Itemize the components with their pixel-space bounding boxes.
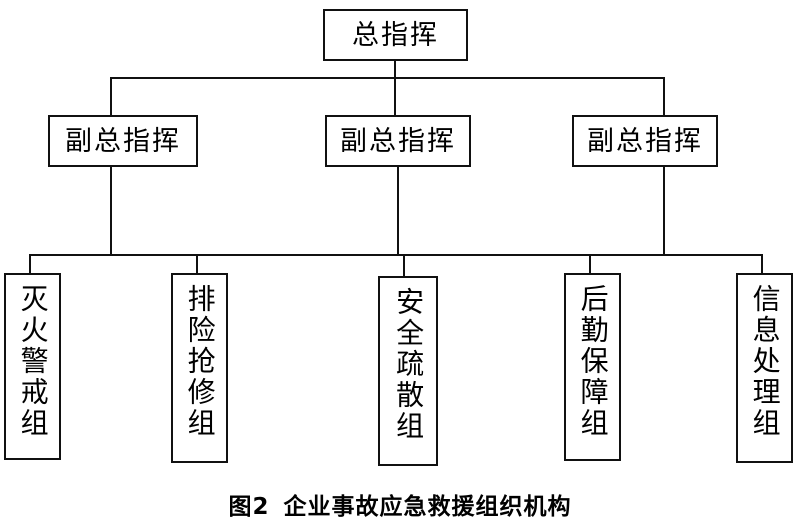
figure-caption-number: 图2 [228,494,270,520]
figure-caption-text: 企业事故应急救援组织机构 [283,494,572,520]
node-commander-label: 总指挥 [352,19,439,51]
connector-deputy-2-out [397,167,399,256]
node-group-5: 信息处理组 [736,273,793,463]
node-group-3-label: 安全疏散组 [392,287,426,442]
connector-upper-bus [110,77,665,79]
connector-deputy-3-out [663,167,665,256]
node-group-4: 后勤保障组 [564,273,621,461]
node-group-1-label: 灭火警戒组 [16,284,50,439]
connector-commander-drop [394,61,396,78]
node-group-2-label: 排险抢修组 [183,284,217,439]
connector-group-1-drop [29,254,31,274]
node-deputy-3: 副总指挥 [572,115,718,167]
node-deputy-1-label: 副总指挥 [65,125,181,157]
connector-deputy-3-drop [663,77,665,115]
node-deputy-2: 副总指挥 [325,115,471,167]
connector-lower-bus [29,254,763,256]
node-deputy-2-label: 副总指挥 [340,125,456,157]
node-group-3: 安全疏散组 [378,276,438,466]
node-deputy-1: 副总指挥 [48,115,198,167]
connector-group-2-drop [196,254,198,274]
node-commander: 总指挥 [323,9,468,61]
connector-deputy-1-out [110,167,112,256]
connector-deputy-2-drop [394,77,396,115]
node-group-2: 排险抢修组 [171,273,228,463]
connector-group-4-drop [589,254,591,274]
node-group-4-label: 后勤保障组 [576,284,610,439]
node-group-5-label: 信息处理组 [748,284,782,439]
connector-group-3-drop [403,254,405,277]
connector-group-5-drop [761,254,763,274]
figure-caption: 图2 企业事故应急救援组织机构 [0,487,800,521]
node-group-1: 灭火警戒组 [4,273,61,460]
node-deputy-3-label: 副总指挥 [587,125,703,157]
connector-deputy-1-drop [110,77,112,115]
